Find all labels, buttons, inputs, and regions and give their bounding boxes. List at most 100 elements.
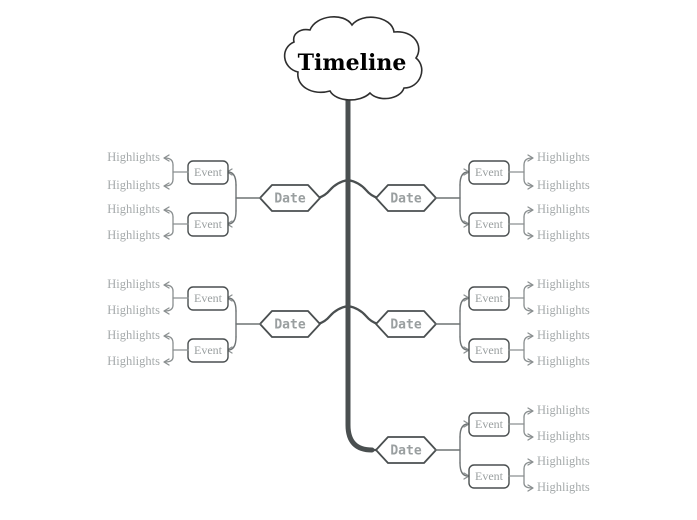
highlight-label: Highlights	[537, 150, 590, 164]
event-node-left-2-1[interactable]: Event	[187, 286, 229, 311]
highlight-label: Highlights	[537, 429, 590, 443]
arrowhead-hl-2	[527, 307, 534, 315]
date-hexagon	[375, 310, 437, 338]
arrowhead-hl-3	[163, 206, 170, 214]
highlight-label: Highlights	[107, 328, 160, 342]
cloud-shape	[283, 16, 423, 101]
arrowhead-hl-3	[527, 332, 534, 340]
highlight-label: Highlights	[107, 150, 160, 164]
event-label: Event	[475, 217, 504, 231]
arrowhead-hl-4	[527, 358, 534, 366]
bracket-1-down	[523, 178, 533, 187]
date-label: Date	[390, 192, 421, 207]
event-node-left-1-1[interactable]: Event	[187, 160, 229, 185]
arrowhead-hl-2	[163, 182, 170, 190]
date-label: Date	[274, 192, 305, 207]
event-label: Event	[194, 291, 223, 305]
event-node-right-2-2[interactable]: Event	[468, 338, 510, 363]
bracket-1-down	[523, 304, 533, 312]
date-label: Date	[274, 318, 305, 333]
highlight-label: Highlights	[537, 303, 590, 317]
arrowhead-hl-1	[163, 154, 170, 162]
highlight-label: Highlights	[537, 354, 590, 368]
event-node-left-2-2[interactable]: Event	[187, 338, 229, 363]
date-node-right-1[interactable]: Date	[375, 184, 437, 212]
highlight-label: Highlights	[107, 354, 160, 368]
highlight-label: Highlights	[107, 277, 160, 291]
spine-to-event-2	[227, 336, 237, 351]
event-label: Event	[475, 469, 504, 483]
event-node-right-3-1[interactable]: Event	[468, 412, 510, 437]
bracket-2-down	[523, 230, 533, 237]
date-node-right-2[interactable]: Date	[375, 310, 437, 338]
bracket-2-down	[164, 356, 174, 363]
bracket-1-down	[523, 430, 533, 438]
branch-right-2: Date Event Highlights Highlights Event H…	[375, 277, 590, 368]
event-node-right-1-1[interactable]: Event	[468, 160, 510, 185]
bracket-2-up	[164, 209, 174, 218]
bracket-2-down	[164, 230, 174, 237]
root-label: Timeline	[298, 50, 407, 76]
highlight-label: Highlights	[537, 403, 590, 417]
branch-right-3: Date Event Highlights Highlights Event H…	[375, 403, 590, 494]
branch-stem-right-2	[346, 304, 380, 326]
spine-to-event-1	[227, 171, 237, 186]
event-label: Event	[475, 417, 504, 431]
root-node-timeline[interactable]: Timeline	[283, 16, 423, 101]
event-node-right-2-1[interactable]: Event	[468, 286, 510, 311]
bracket-1-up	[164, 157, 174, 166]
highlight-label: Highlights	[107, 228, 160, 242]
highlight-label: Highlights	[107, 202, 160, 216]
branch-left-1: Date Event Highlights Highlights Event	[107, 150, 321, 242]
spine-to-event-1	[459, 171, 469, 186]
arrowhead-hl-4	[527, 232, 534, 240]
event-label: Event	[475, 343, 504, 357]
highlight-label: Highlights	[537, 454, 590, 468]
date-label: Date	[390, 444, 421, 459]
event-node-right-3-2[interactable]: Event	[468, 464, 510, 489]
arrowhead-hl-3	[527, 206, 534, 214]
event-label: Event	[194, 217, 223, 231]
date-node-left-2[interactable]: Date	[259, 310, 321, 338]
highlight-label: Highlights	[537, 480, 590, 494]
highlight-label: Highlights	[537, 277, 590, 291]
arrowhead-hl-1	[163, 281, 170, 289]
bracket-2-down	[523, 482, 533, 489]
bracket-2-up	[523, 209, 533, 218]
highlight-label: Highlights	[537, 228, 590, 242]
event-label: Event	[475, 291, 504, 305]
bracket-1-up	[523, 284, 533, 292]
highlight-label: Highlights	[107, 303, 160, 317]
arrowhead-hl-4	[163, 232, 170, 240]
bracket-2-down	[523, 356, 533, 363]
arrowhead-hl-2	[527, 433, 534, 441]
branch-left-2: Date Event Highlights Highlights Event H…	[107, 277, 321, 368]
bracket-2-up	[523, 461, 533, 470]
trunk-line	[345, 85, 375, 453]
event-label: Event	[194, 343, 223, 357]
highlight-label: Highlights	[537, 202, 590, 216]
date-label: Date	[390, 318, 421, 333]
date-hexagon	[375, 436, 437, 464]
arrowhead-hl-1	[527, 407, 534, 415]
date-node-left-1[interactable]: Date	[259, 184, 321, 212]
spine-to-event-1	[227, 297, 237, 312]
branch-stem-left-2	[316, 304, 350, 326]
arrowhead-hl-2	[163, 307, 170, 315]
arrowhead-hl-4	[163, 358, 170, 366]
event-node-left-1-2[interactable]: Event	[187, 212, 229, 237]
bracket-1-down	[164, 178, 174, 187]
spine-to-event-2	[459, 336, 469, 351]
highlight-label: Highlights	[537, 178, 590, 192]
date-hexagon	[375, 184, 437, 212]
bracket-1-up	[164, 284, 174, 292]
date-node-right-3[interactable]: Date	[375, 436, 437, 464]
arrowhead-hl-4	[527, 484, 534, 492]
event-node-right-1-2[interactable]: Event	[468, 212, 510, 237]
arrowhead-hl-3	[527, 458, 534, 466]
bracket-2-up	[523, 335, 533, 344]
spine-to-event-2	[227, 210, 237, 225]
spine-to-event-2	[459, 210, 469, 225]
